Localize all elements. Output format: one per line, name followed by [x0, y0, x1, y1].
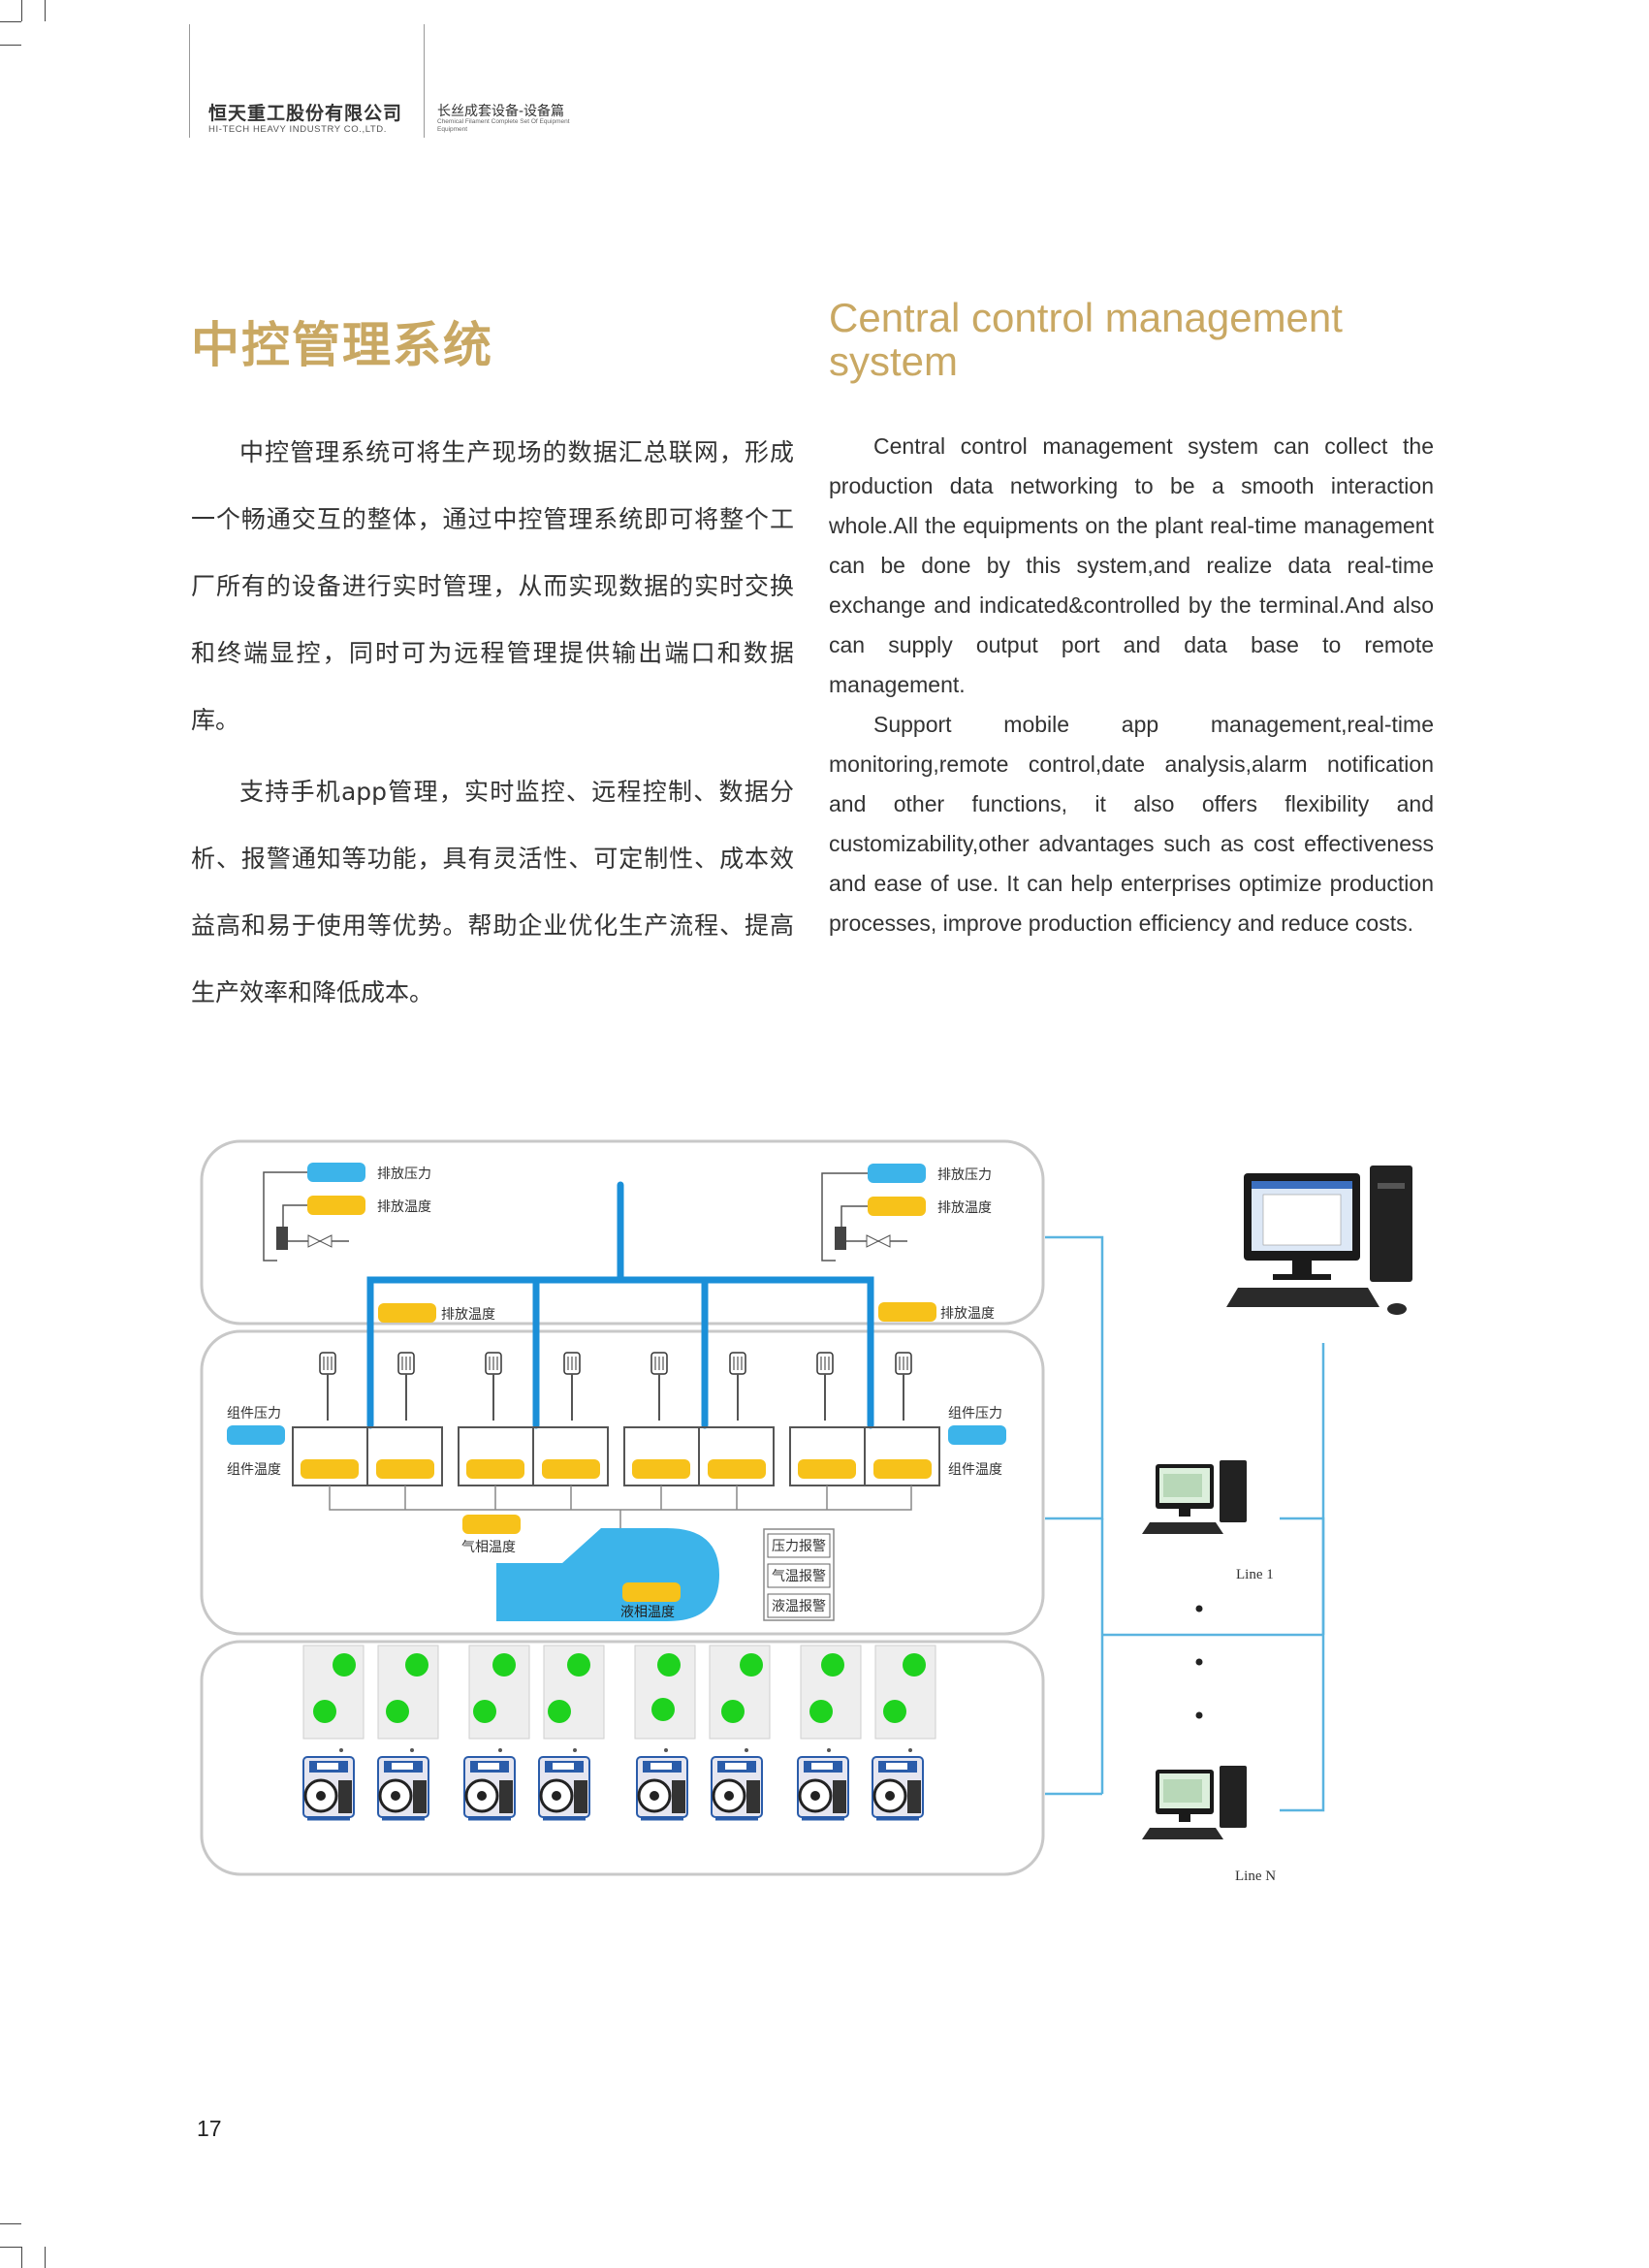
discharge-temp-label: 排放温度	[377, 1199, 431, 1215]
ellipsis-icon	[1195, 1605, 1203, 1719]
discharge-temp-label: 排放温度	[441, 1307, 495, 1323]
valve-icon	[307, 1234, 891, 1248]
line-1-computer-icon	[1142, 1460, 1247, 1534]
crop-mark	[21, 0, 22, 21]
liquid-temp-sensor	[622, 1582, 681, 1602]
line-n-label: Line N	[1235, 1869, 1276, 1884]
discharge-pressure-sensor	[868, 1164, 926, 1183]
paragraph-en-1: Central control management system can co…	[829, 433, 1434, 697]
series-title-cn: 长丝成套设备-设备篇	[437, 104, 565, 119]
status-light	[313, 1653, 926, 1723]
vapor-alarm-label: 气温报警	[772, 1569, 826, 1584]
discharge-pressure-label: 排放压力	[937, 1167, 992, 1183]
discharge-temp-sensor	[868, 1197, 926, 1216]
line-n-computer-icon	[1142, 1766, 1247, 1839]
central-computer-icon	[1225, 1165, 1413, 1316]
header-divider	[189, 24, 190, 138]
liquid-alarm-label: 液温报警	[772, 1599, 826, 1614]
discharge-temp-sensor	[378, 1303, 436, 1323]
crop-mark	[21, 2247, 22, 2268]
body-text-en: Central control management system can co…	[829, 427, 1434, 943]
vapor-temp-sensor	[462, 1515, 521, 1534]
series-title-en: Chemical Filament Complete Set Of Equipm…	[437, 118, 570, 133]
liquid-temp-label: 液相温度	[620, 1605, 675, 1620]
component-pressure-sensor	[227, 1425, 285, 1445]
crop-mark	[0, 21, 21, 22]
exhaust-pipe	[366, 1181, 874, 1429]
crop-mark	[45, 0, 46, 21]
component-temp-label: 组件温度	[948, 1462, 1002, 1478]
crop-mark	[0, 2223, 21, 2224]
pressure-alarm-label: 压力报警	[772, 1539, 826, 1554]
header-divider	[424, 24, 425, 138]
section-title-en: Central control management system	[829, 295, 1343, 384]
body-text-cn: 中控管理系统可将生产现场的数据汇总联网，形成一个畅通交互的整体，通过中控管理系统…	[191, 419, 794, 1031]
paragraph-cn-1: 中控管理系统可将生产现场的数据汇总联网，形成一个畅通交互的整体，通过中控管理系统…	[191, 438, 794, 734]
paragraph-cn-2: 支持手机app管理，实时监控、远程控制、数据分析、报警通知等功能，具有灵活性、可…	[191, 778, 794, 1006]
component-pressure-sensor	[948, 1425, 1006, 1445]
component-temp-label: 组件温度	[227, 1462, 281, 1478]
vapor-temp-label: 气相温度	[461, 1540, 516, 1555]
company-name-en: HI-TECH HEAVY INDUSTRY CO.,LTD.	[208, 124, 387, 135]
crop-mark	[0, 2247, 21, 2248]
component-pressure-label: 组件压力	[227, 1406, 281, 1421]
section-title-cn: 中控管理系统	[191, 317, 493, 373]
discharge-pressure-sensor	[307, 1163, 365, 1182]
crop-mark	[0, 45, 21, 46]
component-temp-sensor	[301, 1459, 932, 1479]
line-1-label: Line 1	[1236, 1567, 1274, 1582]
discharge-temp-label: 排放温度	[940, 1306, 995, 1322]
network-line	[1045, 1235, 1325, 1812]
paragraph-en-2: Support mobile app management,real-time …	[829, 712, 1434, 936]
system-diagram: 排放压力 排放温度 排放压力 排放温度 排放温度 排放温度	[200, 1139, 1413, 1884]
discharge-temp-label: 排放温度	[937, 1200, 992, 1216]
company-name-cn: 恒天重工股份有限公司	[208, 103, 403, 124]
discharge-temp-sensor	[878, 1302, 936, 1322]
alarm-panel	[763, 1528, 835, 1621]
crop-mark	[45, 2247, 46, 2268]
page-number: 17	[197, 2116, 222, 2141]
discharge-pressure-label: 排放压力	[377, 1166, 431, 1182]
discharge-temp-sensor	[307, 1196, 365, 1215]
component-pressure-label: 组件压力	[948, 1406, 1002, 1421]
